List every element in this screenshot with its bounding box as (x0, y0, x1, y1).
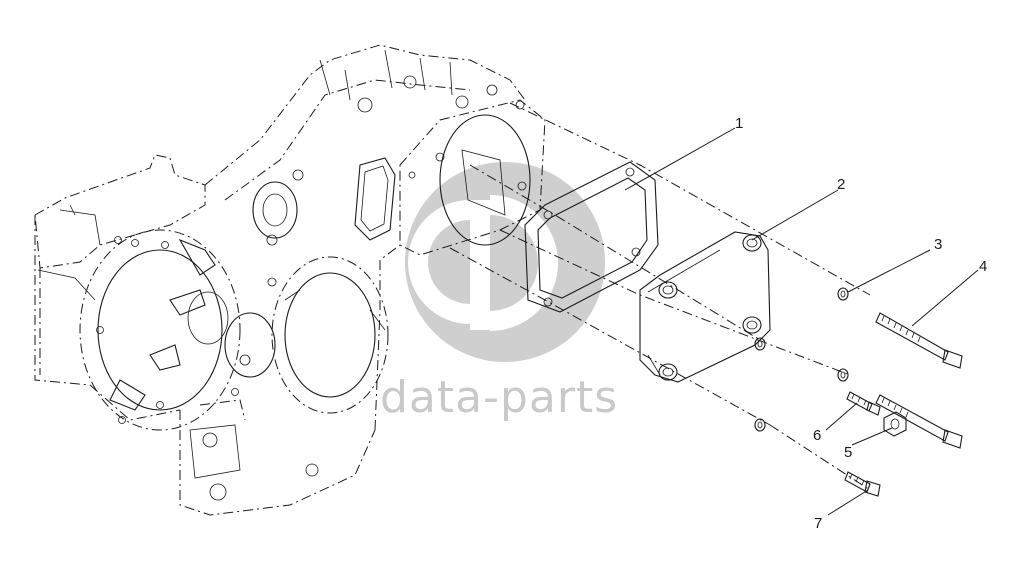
part-washers (754, 287, 849, 432)
callout-2: 2 (837, 176, 845, 193)
callout-5: 5 (844, 444, 852, 461)
watermark-brand-text: data-parts (380, 372, 618, 423)
part-stud (846, 391, 881, 416)
part-nut (883, 411, 907, 437)
callout-6: 6 (813, 427, 821, 444)
callout-7: 7 (814, 515, 822, 532)
callout-3: 3 (934, 236, 942, 253)
gear-housing (34, 44, 546, 516)
callout-1: 1 (735, 115, 743, 132)
leader-lines (624, 127, 979, 516)
part-long-bolts (875, 312, 963, 449)
part-gasket (524, 161, 659, 313)
watermark-logo (405, 162, 605, 362)
callout-4: 4 (979, 258, 987, 275)
part-short-bolt (844, 471, 881, 497)
